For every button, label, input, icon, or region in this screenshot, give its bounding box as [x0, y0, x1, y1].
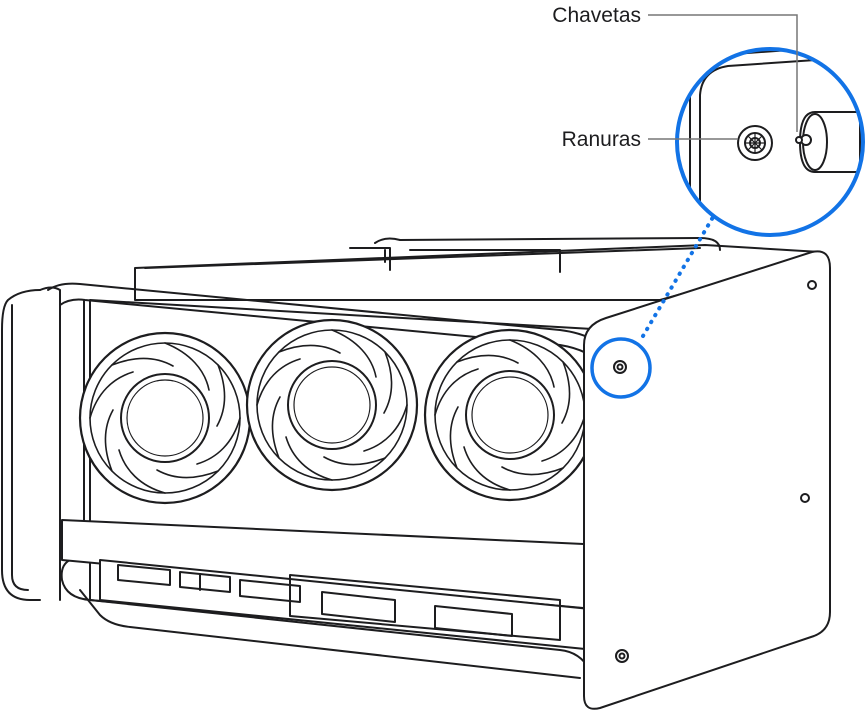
slots-callout-label: Ranuras — [562, 128, 641, 151]
left-rail — [1, 289, 41, 601]
highlight-ring-icon — [590, 337, 652, 399]
keys-callout-label: Chavetas — [552, 4, 641, 27]
callout-leaders — [648, 14, 798, 140]
keys-leader-line — [648, 14, 798, 132]
fan-left — [78, 331, 252, 505]
fan-middle — [245, 318, 419, 492]
dotted-connector — [641, 210, 718, 338]
bottom-rail — [60, 559, 591, 671]
zoom-circle-icon — [675, 47, 865, 237]
top-handle — [374, 237, 721, 251]
fan-right — [423, 328, 597, 502]
fan-module-illustration — [1, 237, 831, 710]
side-plate — [583, 250, 831, 710]
